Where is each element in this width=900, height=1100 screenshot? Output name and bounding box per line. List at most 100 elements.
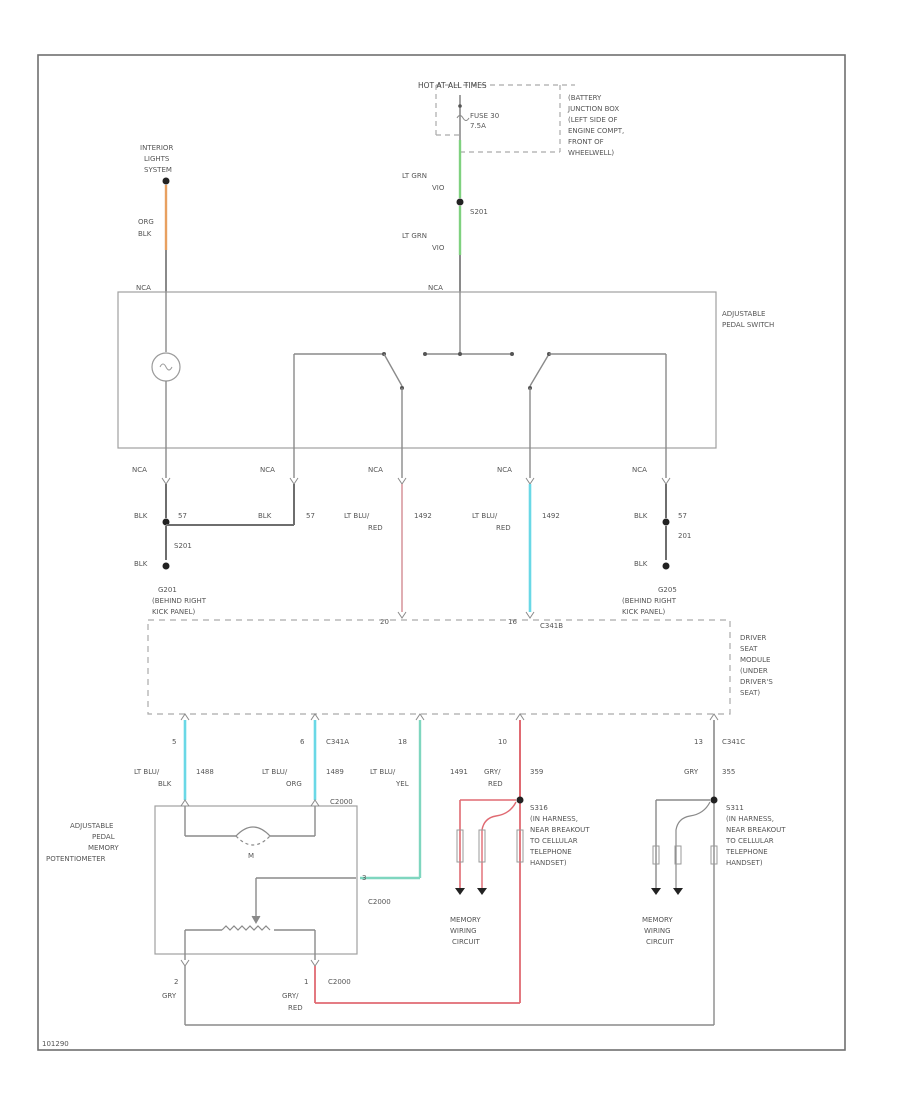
dsm-line-4: (UNDER <box>740 667 768 675</box>
splice-s311 <box>651 796 718 895</box>
blk-1: BLK <box>134 512 148 520</box>
pin-16: 16 <box>508 618 517 626</box>
potentiometer-internals <box>180 799 356 967</box>
blk-label-top: BLK <box>138 230 152 238</box>
apm-line-4: POTENTIOMETER <box>46 855 106 863</box>
g205-2: (BEHIND RIGHT <box>622 597 677 605</box>
c1491-label: 1491 <box>450 768 468 776</box>
fuse-rating: 7.5A <box>470 122 486 130</box>
pin-1: 1 <box>304 978 308 986</box>
g205-3: KICK PANEL) <box>622 608 665 616</box>
mem-b-3: CIRCUIT <box>646 938 675 946</box>
s316-1: S316 <box>530 804 548 812</box>
pin-13: 13 <box>694 738 703 746</box>
s311-3: NEAR BREAKOUT <box>726 826 786 834</box>
s311-4: TO CELLULAR <box>725 837 774 845</box>
nca-top-right: NCA <box>428 284 443 292</box>
splice-s201 <box>456 198 464 206</box>
pin-18: 18 <box>398 738 407 746</box>
memory-arrow-icon <box>455 888 465 895</box>
s311-2: (IN HARNESS, <box>726 815 774 823</box>
dsm-line-6: SEAT) <box>740 689 760 697</box>
s316-5: TELEPHONE <box>529 848 572 856</box>
blk-5: BLK <box>634 560 648 568</box>
c1492-a: 1492 <box>414 512 432 520</box>
lt-blu-e2: YEL <box>395 780 409 788</box>
s311-1: S311 <box>726 804 744 812</box>
g201-3: KICK PANEL) <box>152 608 195 616</box>
dsm-line-3: MODULE <box>740 656 770 664</box>
s201c-label: 201 <box>678 532 691 540</box>
s311-5: TELEPHONE <box>725 848 768 856</box>
gry-red-a1: GRY/ <box>484 768 501 776</box>
aps-line-1: ADJUSTABLE <box>722 310 765 318</box>
s201-label: S201 <box>470 208 488 216</box>
battery-junction-box: HOT AT ALL TIMES FUSE 30 7.5A (BATTERY J… <box>418 81 624 157</box>
blk-2: BLK <box>258 512 272 520</box>
pin-6: 6 <box>300 738 305 746</box>
pin-20: 20 <box>380 618 389 626</box>
g201-1: G201 <box>158 586 177 594</box>
reference-number: 101290 <box>42 1040 69 1048</box>
c2000b-label: C2000 <box>368 898 391 906</box>
lt-blu-d1: LT BLU/ <box>262 768 288 776</box>
motor-icon <box>235 826 271 837</box>
mem-b-1: MEMORY <box>642 916 673 924</box>
switch-connectors <box>161 477 671 485</box>
gry-b-label: GRY <box>684 768 699 776</box>
s316-4: TO CELLULAR <box>529 837 578 845</box>
memory-potentiometer-box <box>154 805 358 955</box>
c359-label: 359 <box>530 768 543 776</box>
hot-at-all-times-label: HOT AT ALL TIMES <box>418 81 487 90</box>
fuse-label: FUSE 30 <box>470 112 499 120</box>
c341a-label: C341A <box>326 738 349 746</box>
blk-4: BLK <box>134 560 148 568</box>
nca-1: NCA <box>132 466 147 474</box>
bjb-line-5: FRONT OF <box>568 138 604 146</box>
nca-3: NCA <box>368 466 383 474</box>
lt-blu-c2: BLK <box>158 780 172 788</box>
lt-blu-b1: LT BLU/ <box>472 512 498 520</box>
outer-frame <box>37 54 846 1051</box>
mem-a-2: WIRING <box>450 927 477 935</box>
return-wires <box>184 802 715 1026</box>
s201b-label: S201 <box>174 542 192 550</box>
ils-line-1: INTERIOR <box>140 144 173 152</box>
ils-line-3: SYSTEM <box>144 166 172 174</box>
motor-label: M <box>248 852 254 860</box>
resistor-icon <box>221 925 271 931</box>
s311-6: HANDSET) <box>726 859 763 867</box>
apm-line-2: PEDAL <box>92 833 115 841</box>
nca-2: NCA <box>260 466 275 474</box>
switch-contact-left <box>383 353 403 387</box>
apm-line-1: ADJUSTABLE <box>70 822 113 830</box>
gry-red-d1: GRY/ <box>282 992 299 1000</box>
lt-grn-b1: LT GRN <box>402 232 427 240</box>
ground-wires <box>162 484 670 570</box>
lt-blu-e1: LT BLU/ <box>370 768 396 776</box>
module-output-wires <box>183 720 715 880</box>
g201-2: (BEHIND RIGHT <box>152 597 207 605</box>
fuse-feed <box>456 95 470 292</box>
bjb-line-1: (BATTERY <box>568 94 602 102</box>
module-bottom-connectors <box>180 713 719 721</box>
dsm-line-5: DRIVER'S <box>740 678 773 686</box>
c341c-label: C341C <box>722 738 745 746</box>
bjb-line-2: JUNCTION BOX <box>567 105 619 113</box>
bjb-line-4: ENGINE COMPT, <box>568 127 624 135</box>
w57-3: 57 <box>678 512 687 520</box>
gry-red-a2: RED <box>488 780 503 788</box>
lt-blu-b2: RED <box>496 524 511 532</box>
w57-1: 57 <box>178 512 187 520</box>
bjb-line-3: (LEFT SIDE OF <box>568 116 618 124</box>
pedal-switch-internals <box>151 292 667 478</box>
nca-top-left: NCA <box>136 284 151 292</box>
ils-line-2: LIGHTS <box>144 155 170 163</box>
driver-seat-module-box <box>147 619 731 715</box>
pin-3: 3 <box>362 874 366 882</box>
pin-2: 2 <box>174 978 178 986</box>
switch-contact-right <box>529 353 550 387</box>
lt-grn-b2: VIO <box>432 244 445 252</box>
s316-3: NEAR BREAKOUT <box>530 826 590 834</box>
